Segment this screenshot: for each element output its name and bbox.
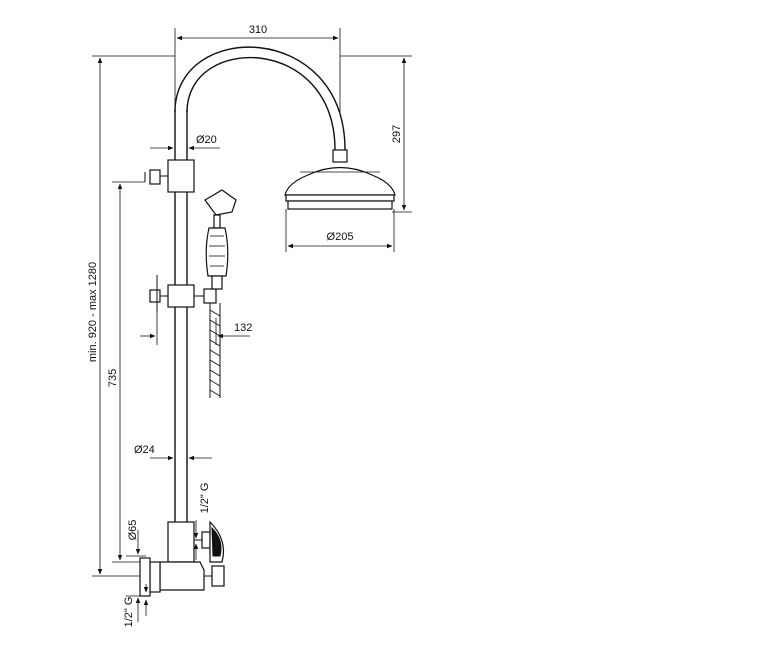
dimension-inlet-thread-right: 1/2" G xyxy=(193,483,211,560)
dimension-arm-span: 310 xyxy=(174,24,341,112)
label-lower-pipe-diameter: Ø24 xyxy=(134,444,155,456)
dimension-hand-shower-offset: 132 xyxy=(140,312,252,345)
upper-connector xyxy=(144,159,195,193)
label-height-range: min. 920 - max 1280 xyxy=(87,262,99,362)
dimension-head-diameter: Ø205 xyxy=(285,209,395,252)
curved-shower-arm xyxy=(174,46,346,151)
label-inlet-thread-right: 1/2" G xyxy=(199,483,211,514)
dimension-inlet-thread-left: 1/2" G xyxy=(123,584,149,628)
dimension-height-to-holder: 735 xyxy=(107,181,145,563)
label-upper-pipe-diameter: Ø20 xyxy=(196,134,217,146)
hand-shower xyxy=(204,189,237,290)
label-rosette-diameter: Ø65 xyxy=(127,520,139,541)
dimension-head-drop: 297 xyxy=(340,55,412,213)
label-head-drop: 297 xyxy=(391,125,403,143)
label-inlet-thread-left: 1/2" G xyxy=(123,597,135,628)
hand-shower-holder xyxy=(149,275,217,312)
dimension-height-range: min. 920 - max 1280 xyxy=(87,55,175,577)
label-arm-span: 310 xyxy=(249,24,267,36)
label-head-diameter: Ø205 xyxy=(327,231,354,243)
dimension-upper-pipe-diameter: Ø20 xyxy=(150,134,220,154)
label-height-to-holder: 735 xyxy=(107,369,119,387)
lower-mixer-valve xyxy=(139,520,225,597)
shower-hose xyxy=(209,303,221,398)
shower-head xyxy=(284,149,396,210)
label-hand-shower-offset: 132 xyxy=(234,322,252,334)
dimension-rosette-diameter: Ø65 xyxy=(126,520,146,622)
dimension-lower-pipe-diameter: Ø24 xyxy=(134,444,212,464)
